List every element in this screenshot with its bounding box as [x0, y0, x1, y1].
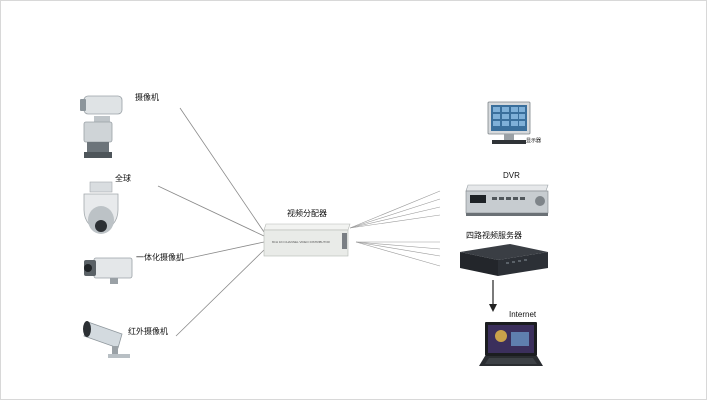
link-dome-camera — [157, 185, 265, 237]
distributor-panel-text: 8CH 1IN CHANNEL VIDEO DISTRIBUTOR — [272, 240, 330, 244]
ptz-camera-icon — [80, 95, 123, 158]
link-ir-camera — [175, 249, 265, 337]
fan-line-8 — [355, 241, 441, 267]
link-ptz-camera — [179, 107, 265, 233]
video-server-icon — [460, 244, 548, 276]
fan-line-3 — [349, 206, 441, 229]
fan-line-4 — [349, 214, 441, 229]
fan-line-7 — [355, 241, 441, 257]
dvr-label: DVR — [503, 171, 520, 180]
fan-line-2 — [349, 198, 441, 229]
distributor-label: 视频分配器 — [287, 209, 327, 218]
monitor-icon — [487, 101, 531, 144]
camera-label-box: 一体化摄像机 — [136, 253, 184, 262]
output-links — [349, 190, 441, 267]
camera-links — [157, 107, 265, 337]
fan-line-6 — [355, 241, 441, 250]
dvr-icon — [465, 184, 549, 216]
camera-label-ir: 红外摄像机 — [128, 327, 168, 336]
camera-label-ptz: 摄像机 — [135, 93, 159, 102]
dome-camera-icon — [83, 181, 119, 234]
laptop-icon — [479, 322, 543, 366]
arrow-head-icon — [489, 304, 497, 312]
distributor-body — [263, 223, 351, 257]
internet-label: Internet — [509, 310, 537, 319]
camera-label-dome: 全球 — [115, 174, 131, 183]
video-distributor-icon: 8CH 1IN CHANNEL VIDEO DISTRIBUTOR — [262, 222, 352, 258]
monitor-label: 显示器 — [526, 138, 542, 144]
ir-bullet-camera-icon — [83, 321, 130, 358]
box-camera-icon — [84, 257, 133, 284]
link-box-camera — [175, 241, 265, 262]
video-server-label: 四路视频服务器 — [466, 231, 522, 240]
fan-line-1 — [349, 190, 441, 229]
